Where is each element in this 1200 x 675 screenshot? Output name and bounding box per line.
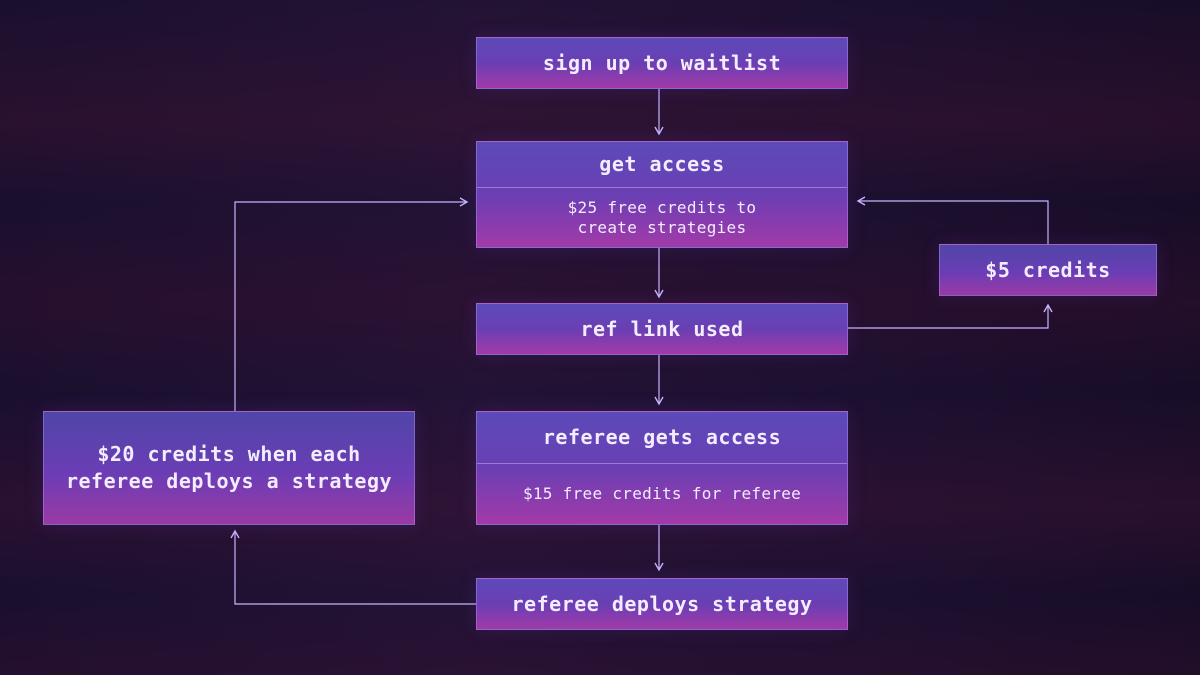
- node-get-access-label: get access: [599, 152, 725, 176]
- node-get-access: get access $25 free credits to create st…: [476, 141, 848, 248]
- node-referee-gets-access-header: referee gets access: [477, 412, 847, 464]
- node-referee-gets-access-detail-text: $15 free credits for referee: [522, 484, 802, 503]
- arrow-twenty-credits-to-access: [234, 197, 469, 411]
- node-get-access-detail-line2: create strategies: [577, 217, 747, 237]
- node-referee-gets-access-detail: $15 free credits for referee: [477, 464, 847, 524]
- node-referee-deploys-strategy: referee deploys strategy: [476, 578, 848, 630]
- node-get-access-detail: $25 free credits to create strategies: [477, 188, 847, 247]
- node-ref-link-used: ref link used: [476, 303, 848, 355]
- arrow-reflink-to-five-credits: [848, 303, 1053, 329]
- node-twenty-credits-line2: referee deploys a strategy: [65, 469, 393, 493]
- arrow-deploys-to-twenty-credits: [230, 529, 476, 605]
- arrow-five-credits-to-access: [856, 196, 1049, 244]
- node-five-credits-label: $5 credits: [985, 257, 1111, 282]
- node-sign-up-waitlist: sign up to waitlist: [476, 37, 848, 89]
- node-sign-up-waitlist-label: sign up to waitlist: [542, 50, 782, 75]
- node-referee-deploys-strategy-label: referee deploys strategy: [511, 591, 813, 616]
- node-referee-gets-access-label: referee gets access: [542, 425, 782, 449]
- node-get-access-header: get access: [477, 142, 847, 188]
- node-get-access-detail-line1: $25 free credits to: [567, 197, 757, 217]
- node-twenty-credits: $20 credits when each referee deploys a …: [43, 411, 415, 525]
- node-twenty-credits-line1: $20 credits when each: [97, 442, 361, 466]
- node-referee-gets-access: referee gets access $15 free credits for…: [476, 411, 848, 525]
- node-five-credits: $5 credits: [939, 244, 1157, 296]
- node-ref-link-used-label: ref link used: [580, 316, 744, 341]
